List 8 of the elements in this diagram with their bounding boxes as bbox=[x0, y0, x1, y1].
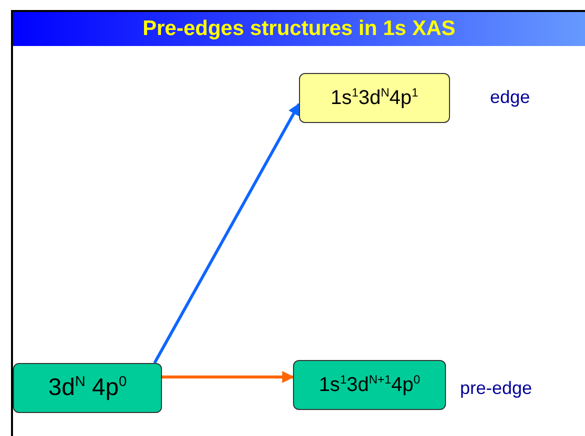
state-box: 1s$^{1}$3d$^{N}$4p$^{1}$ bbox=[299, 73, 450, 123]
level-label: pre-edge bbox=[460, 378, 532, 399]
arrow bbox=[162, 371, 294, 383]
level-label: edge bbox=[490, 87, 530, 108]
arrow bbox=[153, 102, 300, 364]
title-banner: Pre-edges structures in 1s XAS bbox=[13, 12, 585, 46]
state-box: 1s$^{1}$3d$^{N+1}$4p$^{0}$ bbox=[293, 360, 446, 410]
state-box: 3d$^{N}$ 4p$^{0}$ bbox=[13, 363, 162, 413]
